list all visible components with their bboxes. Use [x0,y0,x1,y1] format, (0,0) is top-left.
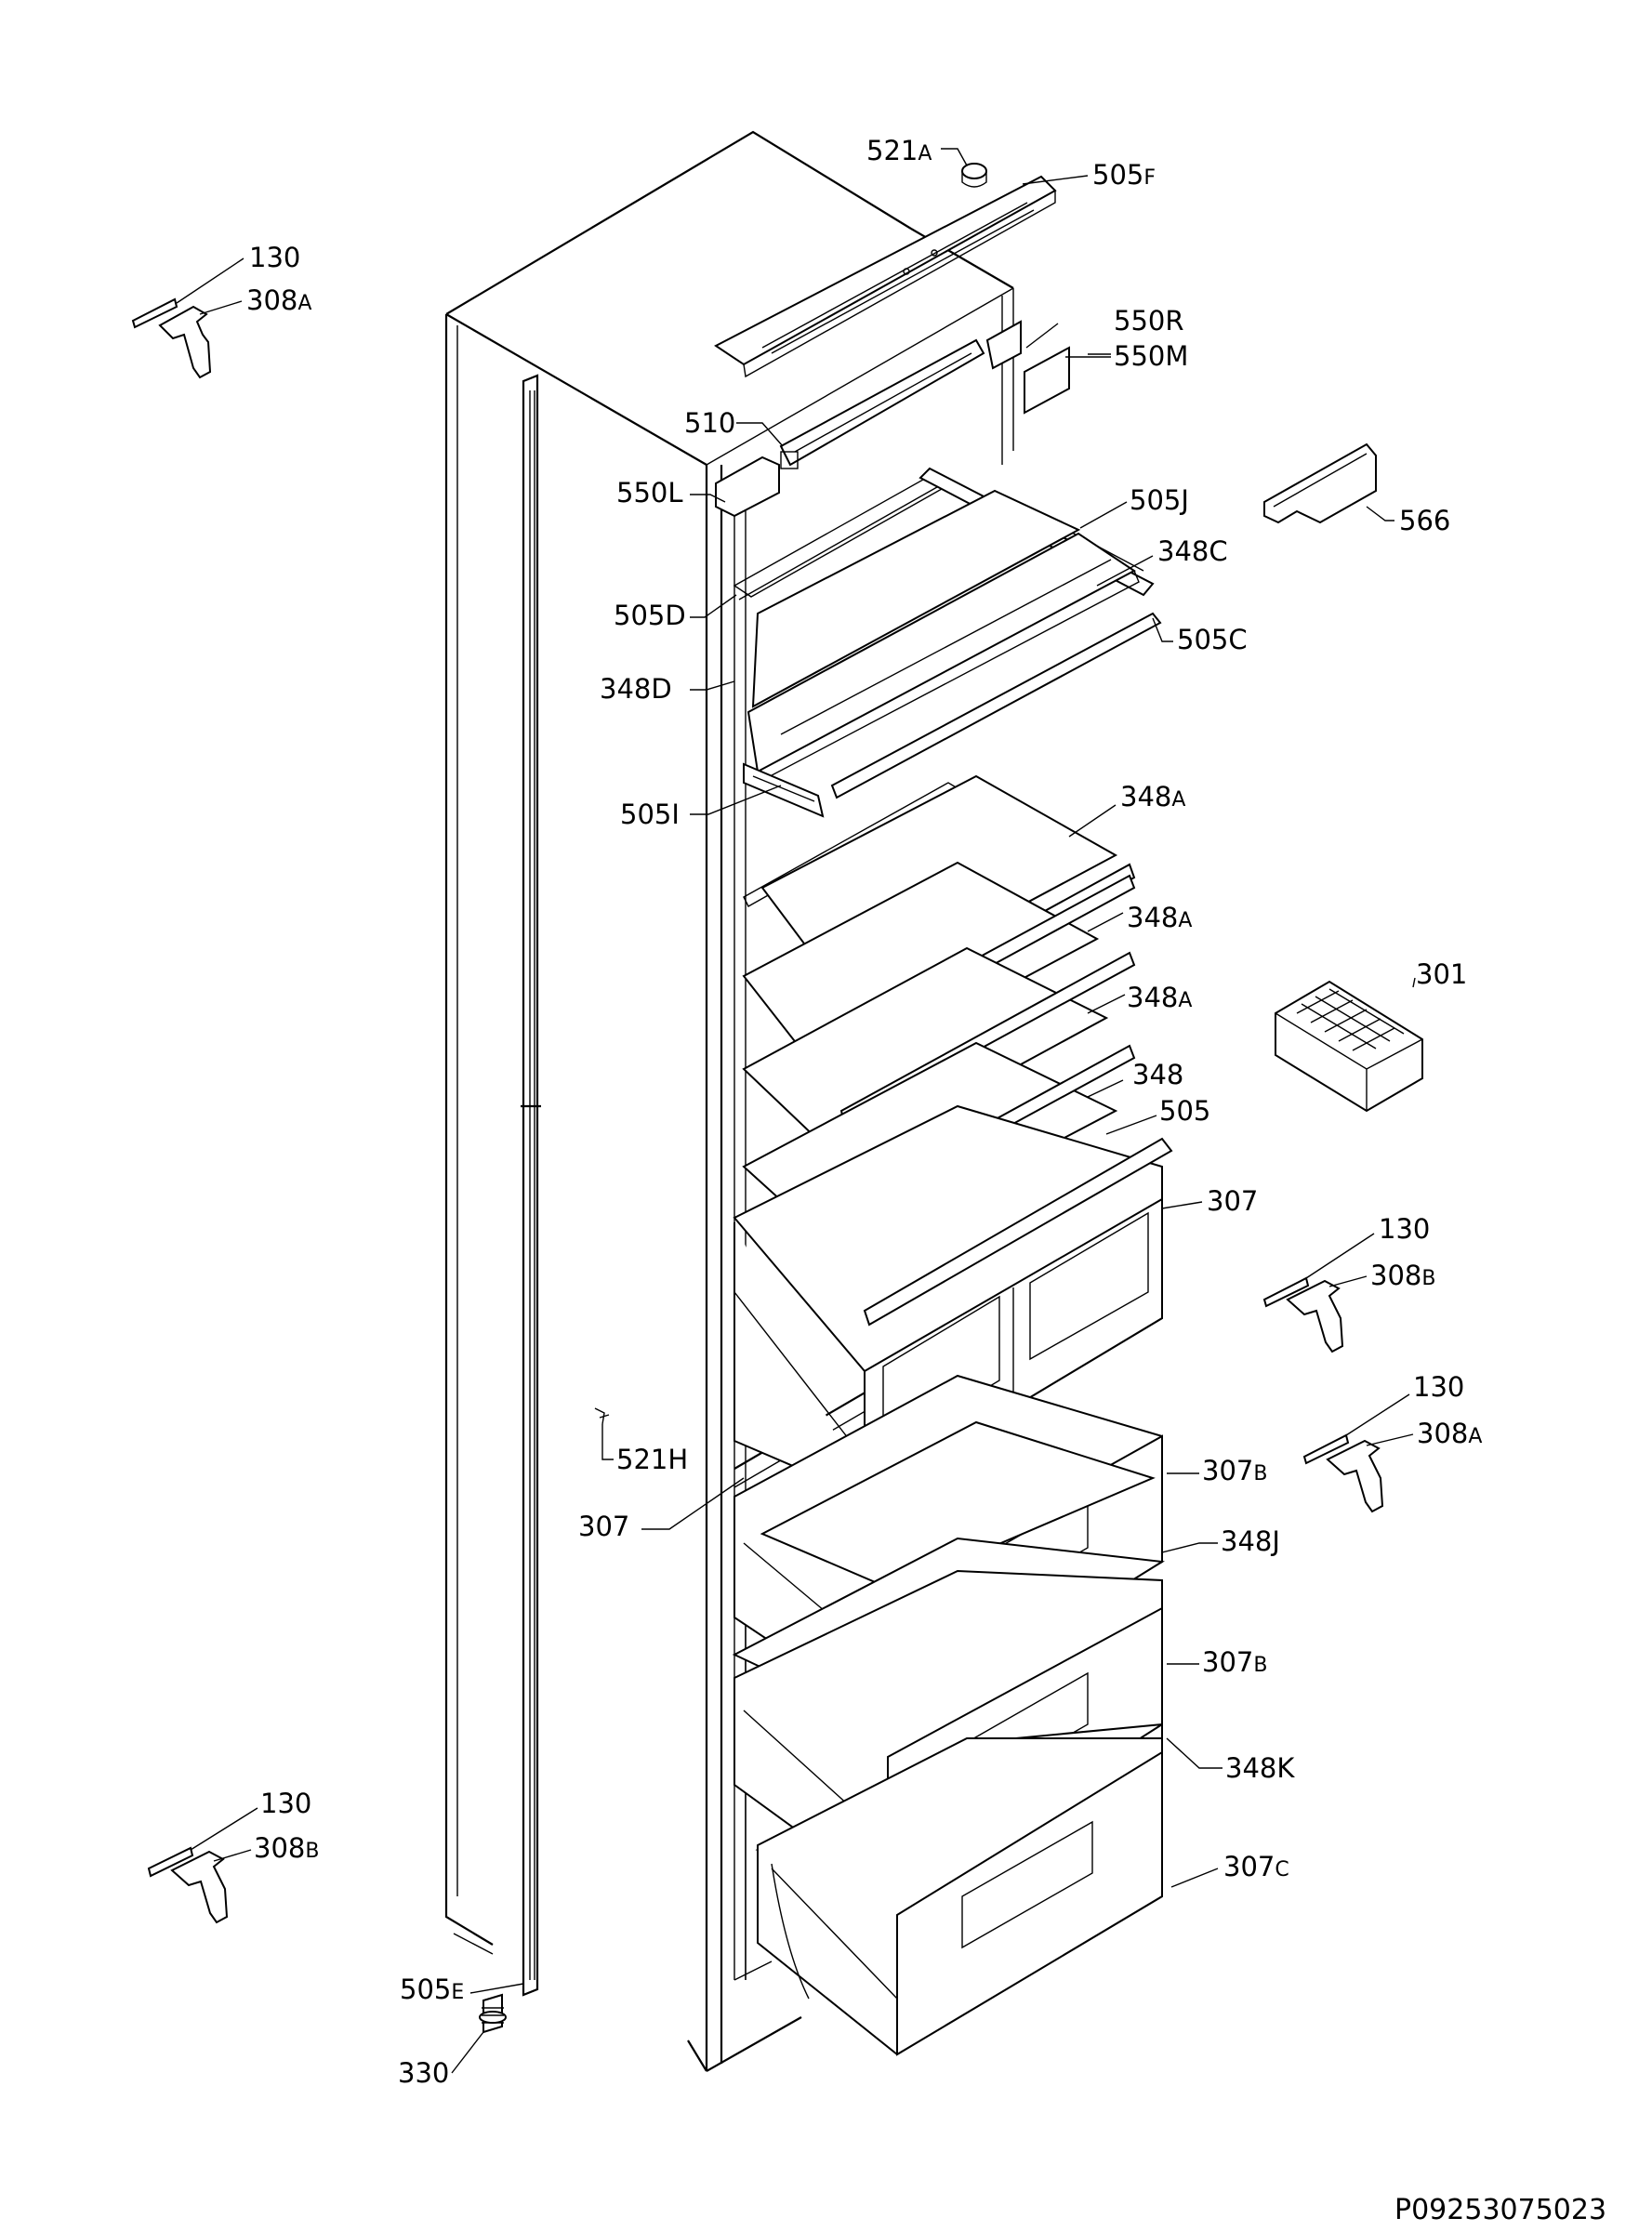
label-330: 330 [398,2057,449,2089]
drawing-code: P09253075023 [1394,2194,1607,2226]
label-348: 348 [1132,1059,1183,1090]
label-308A-top: 308A [246,284,311,316]
control-panel [779,338,985,469]
label-307B-1: 307B [1202,1455,1267,1486]
label-301: 301 [1416,958,1467,990]
hinge-mid-right-b [1262,1276,1344,1353]
label-566: 566 [1399,505,1450,536]
door-seal-strip [521,374,541,1997]
top-rail [714,175,1057,378]
label-510: 510 [684,407,735,439]
hinge-mid-right-a [1302,1433,1384,1513]
light-cover-left [715,455,780,518]
label-307B-2: 307B [1202,1646,1267,1678]
label-308B-bot: 308B [254,1832,319,1864]
leader-lines [176,148,1416,2074]
label-550R: 550R [1114,305,1184,337]
label-521H: 521H [616,1444,688,1475]
label-348D: 348D [600,673,672,705]
label-348A-2: 348A [1127,902,1192,933]
label-505C: 505C [1177,624,1248,655]
label-308B-mid: 308B [1370,1260,1435,1291]
label-505: 505 [1159,1095,1210,1127]
drawer-307-top [733,1104,1173,1498]
screw-521h [594,1407,610,1425]
part-566 [1263,442,1377,524]
label-505D: 505D [614,600,686,631]
label-348K: 348K [1225,1752,1295,1784]
label-plate [1024,346,1070,415]
label-130-mid2: 130 [1413,1371,1464,1403]
ice-tray [1275,980,1423,1113]
drawer-307c [757,1737,1163,2056]
label-130-bot: 130 [260,1788,311,1819]
label-348A-3: 348A [1127,982,1192,1013]
label-348A-1: 348A [1120,781,1185,812]
hinge-top-left [131,297,212,379]
label-308A-mid: 308A [1417,1418,1482,1449]
hinge-bottom-left [147,1846,229,1924]
shelf-bracket-505i [743,762,825,818]
label-307-left: 307 [578,1511,629,1542]
label-521A: 521A [866,135,932,166]
label-505J: 505J [1130,484,1189,516]
top-shelf-assembly [733,467,1162,799]
label-307C: 307C [1223,1851,1289,1882]
label-348J: 348J [1221,1525,1280,1557]
label-130-mid1: 130 [1379,1213,1430,1245]
label-505E: 505E [400,1974,464,2005]
clip-521a [961,163,987,188]
label-550L: 550L [616,477,683,508]
label-130-top: 130 [249,242,300,273]
part-labels: 521A 505F 130 308A 550R 550M 510 550L 50… [246,135,1482,2089]
label-307-right: 307 [1207,1185,1258,1217]
light-cover-right [985,320,1022,370]
label-505I: 505I [620,799,680,830]
label-348C: 348C [1157,535,1228,567]
label-505F: 505F [1092,159,1156,191]
foot-330 [479,1993,507,2034]
label-550M: 550M [1114,340,1188,372]
